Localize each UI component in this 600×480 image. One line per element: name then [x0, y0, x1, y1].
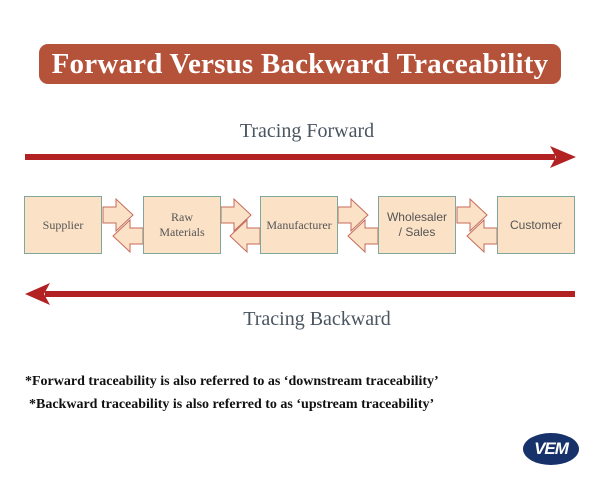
vem-logo: VEM	[523, 433, 579, 465]
logo-text: VEM	[534, 439, 569, 458]
node-label: Manufacturer	[266, 217, 332, 232]
connector-raw-manufacturer-icon	[220, 197, 261, 254]
connector-supplier-raw-icon	[102, 197, 144, 254]
connector-manufacturer-wholesaler-icon	[337, 197, 379, 254]
title-banner: Forward Versus Backward Traceability	[39, 44, 561, 84]
note-backward: *Backward traceability is also referred …	[29, 397, 435, 412]
tracing-backward-label: Tracing Backward	[243, 308, 391, 330]
diagram-title: Forward Versus Backward Traceability	[51, 47, 549, 80]
node-label: Wholesaler / Sales	[386, 210, 448, 239]
node-customer: Customer	[497, 196, 575, 254]
node-raw-materials: Raw Materials	[143, 196, 221, 254]
forward-arrow-icon	[25, 146, 576, 168]
node-label: Customer	[509, 217, 562, 232]
backward-arrow-icon	[25, 283, 575, 305]
node-label: Supplier	[42, 217, 84, 232]
tracing-forward-label: Tracing Forward	[239, 120, 375, 142]
node-manufacturer: Manufacturer	[260, 196, 338, 254]
note-forward: *Forward traceability is also referred t…	[25, 374, 439, 389]
node-label: Raw Materials	[159, 210, 205, 239]
node-supplier: Supplier	[24, 196, 102, 254]
connector-wholesaler-customer-icon	[456, 197, 498, 254]
node-wholesaler-sales: Wholesaler / Sales	[378, 196, 456, 254]
